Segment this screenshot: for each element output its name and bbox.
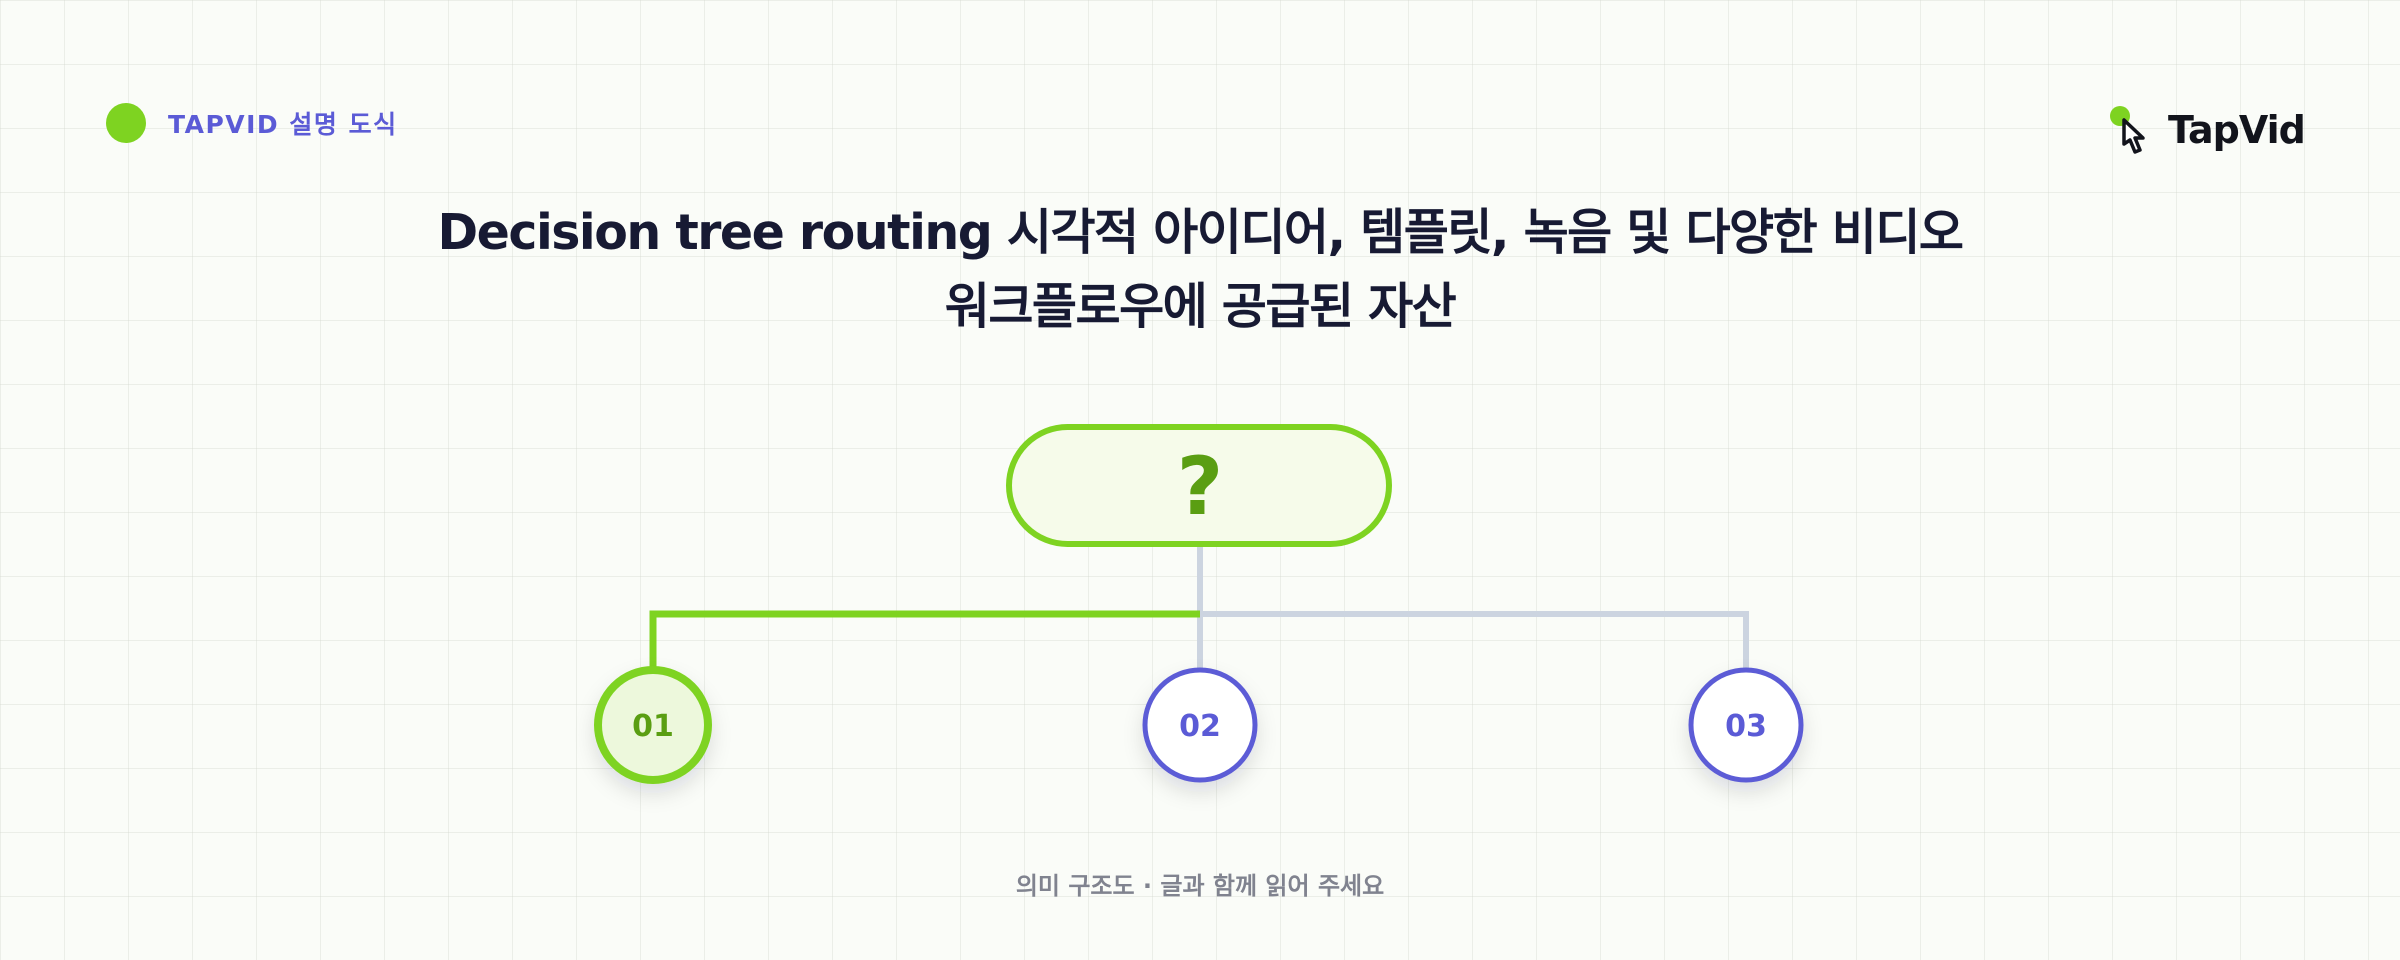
branch-label-01: 01 — [632, 709, 674, 744]
root-node[interactable]: ? — [1006, 424, 1392, 547]
branch-label-02: 02 — [1179, 709, 1221, 744]
brand-name: TapVid — [2168, 108, 2306, 152]
tree-connectors — [649, 544, 1749, 672]
brand-logo: TapVid — [2104, 100, 2306, 160]
header-label: TAPVID 설명 도식 — [106, 103, 398, 143]
title-line-2: 워크플로우에 공급된 자산 — [944, 278, 1457, 335]
page-title: Decision tree routing 시각적 아이디어, 템플릿, 녹음 … — [300, 196, 2100, 344]
question-mark-icon: ? — [1177, 440, 1223, 533]
title-line-1: Decision tree routing 시각적 아이디어, 템플릿, 녹음 … — [437, 204, 1964, 261]
hand-pointer-icon — [2110, 106, 2145, 154]
branch-node-02[interactable] — [1142, 667, 1258, 783]
active-path-01 — [649, 610, 1200, 672]
branch-node-01[interactable] — [594, 666, 712, 784]
branch-node-03[interactable] — [1688, 667, 1804, 783]
header-label-text: TAPVID 설명 도식 — [168, 110, 398, 139]
footer-caption: 의미 구조도 · 글과 함께 읽어 주세요 — [1015, 872, 1385, 900]
branch-label-03: 03 — [1725, 709, 1767, 744]
green-dot-icon — [106, 103, 146, 143]
